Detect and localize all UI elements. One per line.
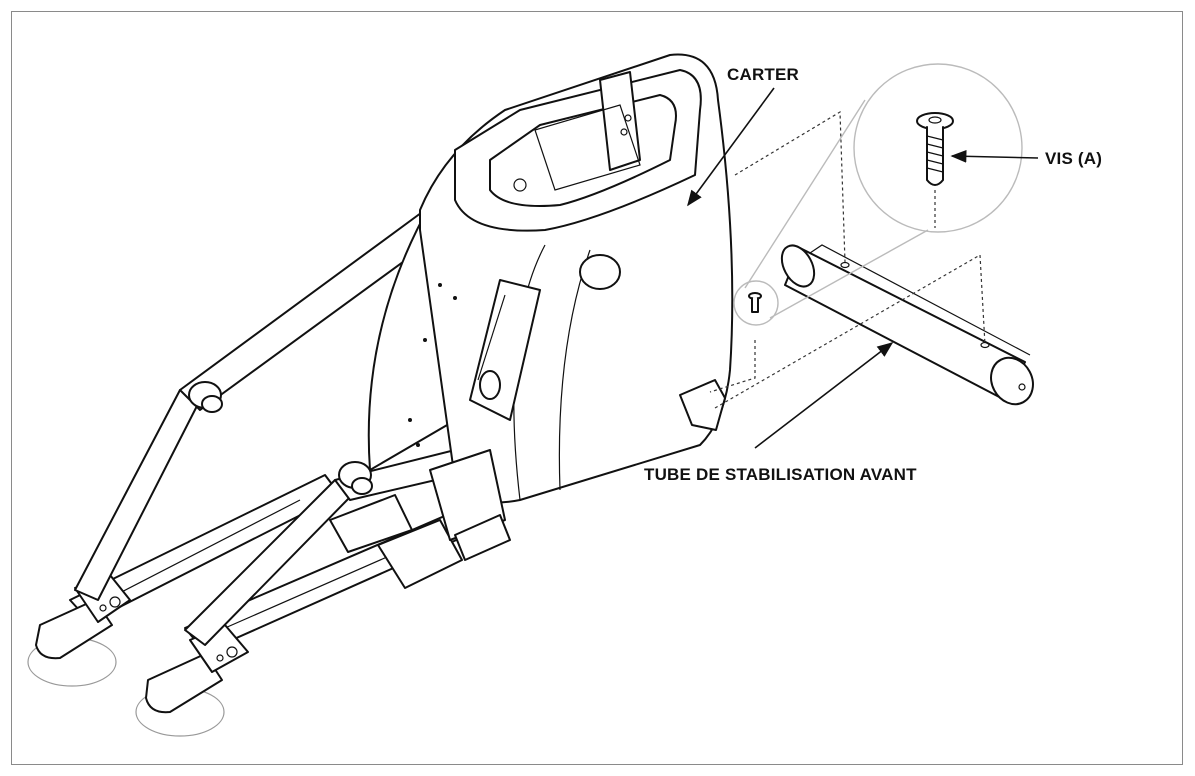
screw-callout [733, 63, 1023, 326]
tube-arrow-icon [754, 342, 894, 449]
label-screw: VIS (A) [1045, 149, 1102, 168]
screw-arrow-icon [950, 149, 1039, 163]
leader-arrows [687, 87, 1039, 449]
alignment-lines [709, 110, 986, 409]
left-handle-tube [74, 209, 441, 601]
label-front-tube: TUBE DE STABILISATION AVANT [644, 465, 917, 484]
screw-icon [916, 112, 954, 186]
small-screw-icon [748, 292, 762, 313]
carter-arrow-icon [687, 87, 775, 207]
label-carter: CARTER [727, 65, 799, 84]
main-body-housing [367, 53, 734, 561]
front-stabilizer-tube [780, 244, 1034, 406]
illustration-frame [11, 11, 1183, 765]
right-pedal-arm [145, 494, 491, 714]
